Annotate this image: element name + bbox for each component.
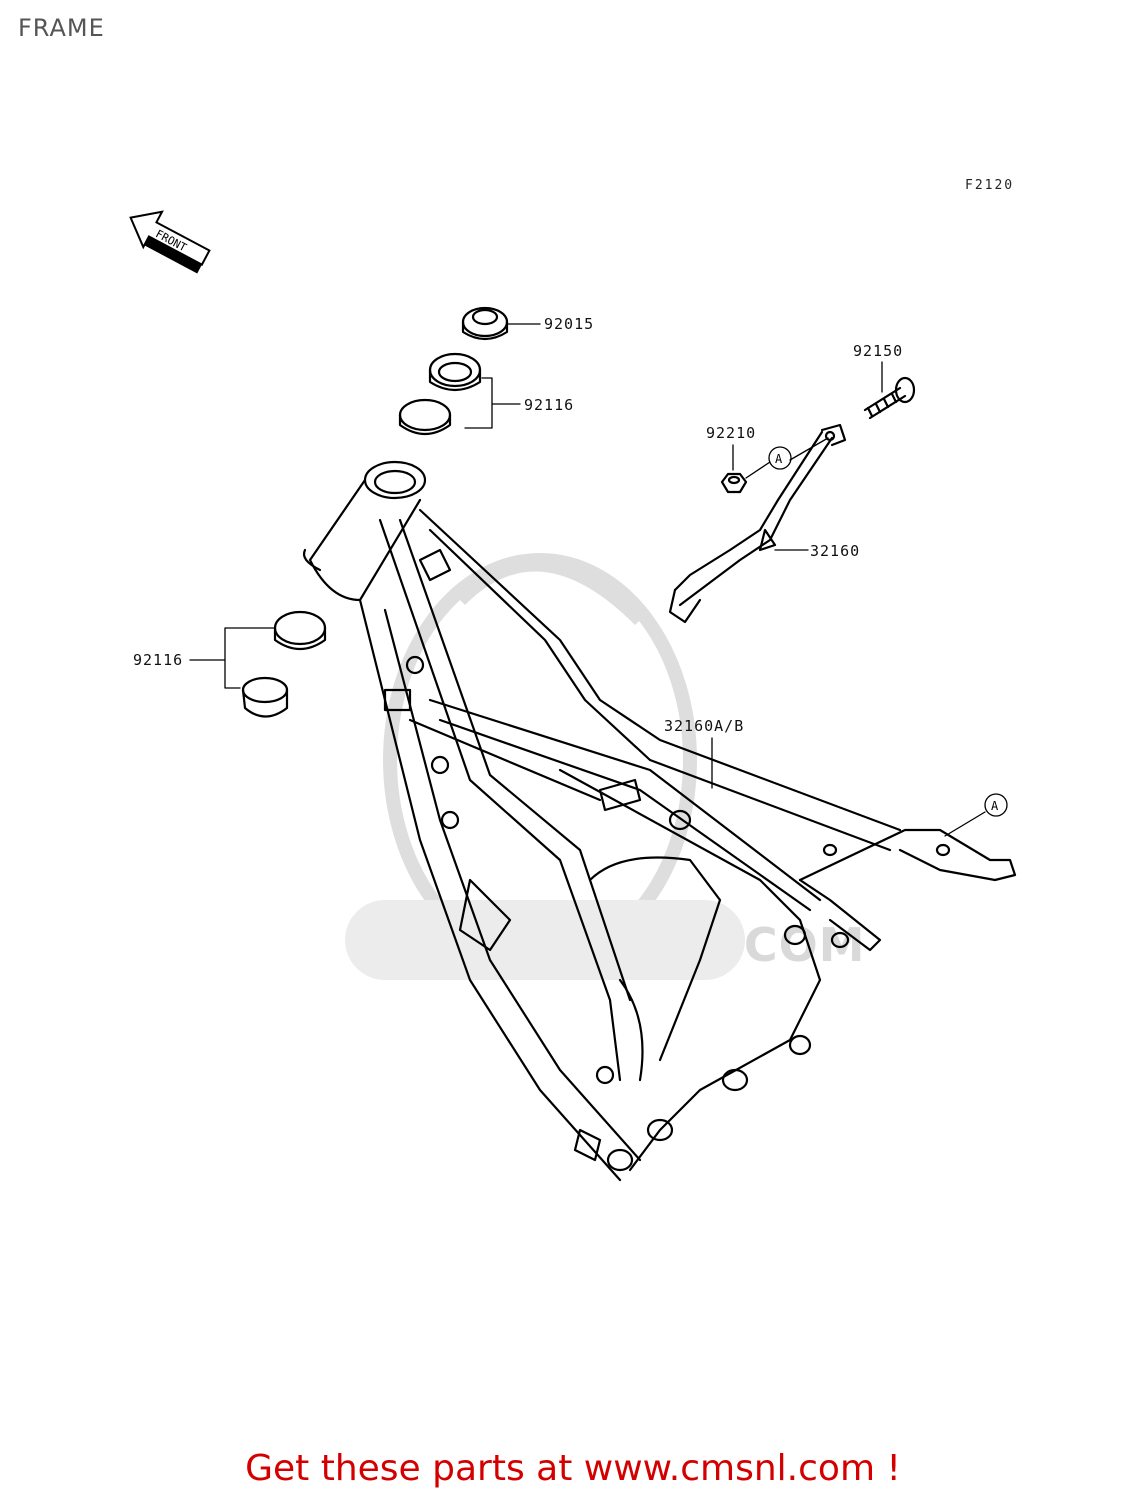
part-label-32160ab[interactable]: 32160A/B bbox=[664, 717, 745, 735]
page-title: FRAME bbox=[18, 14, 105, 42]
callout-a-lower bbox=[984, 793, 1008, 817]
footer-link[interactable]: Get these parts at www.cmsnl.com ! bbox=[245, 1448, 901, 1489]
callout-a-upper bbox=[768, 446, 792, 470]
part-label-92116-lower[interactable]: 92116 bbox=[133, 651, 184, 669]
rear-subframe bbox=[798, 828, 1017, 952]
head-pipe bbox=[302, 460, 427, 602]
watermark-logo bbox=[345, 553, 745, 980]
part-label-92150[interactable]: 92150 bbox=[853, 342, 904, 360]
stem-nut-part bbox=[461, 306, 509, 341]
figure-code: F2120 bbox=[965, 178, 1015, 193]
bolt-part bbox=[863, 376, 916, 420]
front-arrow-icon: FRONT bbox=[129, 210, 211, 274]
main-frame bbox=[358, 508, 902, 1182]
bearing-top-part bbox=[398, 352, 482, 436]
leader-lines bbox=[189, 323, 986, 837]
callout-a-upper-label: A bbox=[775, 452, 783, 466]
part-label-92210[interactable]: 92210 bbox=[706, 424, 757, 442]
part-label-92015[interactable]: 92015 bbox=[544, 315, 595, 333]
nut-part bbox=[720, 472, 748, 494]
part-label-32160[interactable]: 32160 bbox=[810, 542, 861, 560]
part-label-92116-top[interactable]: 92116 bbox=[524, 396, 575, 414]
callout-a-lower-label: A bbox=[991, 799, 999, 813]
brace-part bbox=[668, 423, 847, 624]
